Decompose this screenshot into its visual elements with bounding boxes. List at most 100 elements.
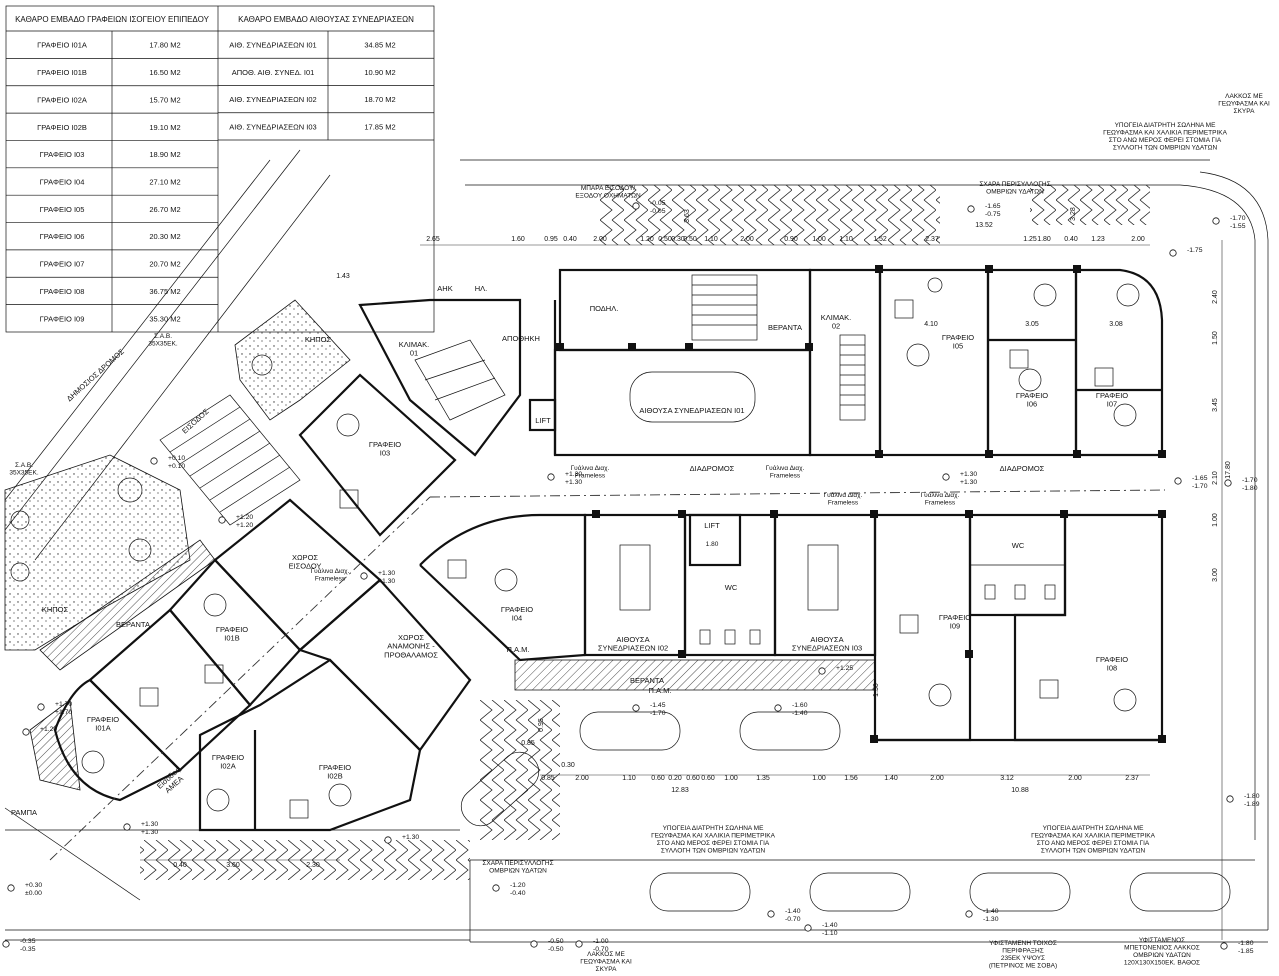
dimension-bottom: 3.12 (1000, 775, 1014, 782)
table-row-name: ΑΠΟΘ. ΑΙΘ. ΣΥΝΕΔ. I01 (232, 68, 315, 77)
staircase-01 (414, 339, 506, 421)
table-row-name: ΓΡΑΦΕΙΟ I02A (37, 95, 87, 104)
dimension-top: 1.10 (839, 236, 853, 243)
room-label-ramp: ΡΑΜΠΑ (11, 808, 37, 817)
dimension-bottom-left: 0.40 (173, 862, 187, 869)
building-walls (53, 268, 1164, 832)
dimension-misc: 0.30 (561, 762, 575, 769)
dimension-top-right: 0.40 (1064, 236, 1078, 243)
room-label-pam-a: Π.Α.Μ. (649, 686, 672, 695)
dimension-top: 0.90 (784, 236, 798, 243)
dimension-top: 1.00 (812, 236, 826, 243)
tree-icon (10, 562, 30, 582)
level-marker-icon (547, 473, 555, 481)
room-label-entrance: ΕΙΣΟΔΟΣ (180, 407, 211, 436)
annotation-glass-e: Γυάλινα Διαχ.Frameless (311, 567, 350, 582)
parking-markings-top-right (1030, 185, 1150, 225)
room-label-garden-top: ΚΗΠΟΣ (305, 335, 332, 344)
dimension-bottom: 1.40 (884, 775, 898, 782)
tree-icon (10, 510, 30, 530)
entrance-steps (159, 394, 301, 526)
level-marker-icon (632, 704, 640, 712)
ramp-markings (480, 700, 560, 840)
level-labels: -0.05-0.05-1.65-0.75-1.70-1.55-1.75+0.10… (20, 200, 1260, 955)
table-row-name: ΓΡΑΦΕΙΟ I06 (40, 232, 85, 241)
axis-line (49, 496, 431, 861)
table-row-area: 35.30 Μ2 (149, 314, 180, 323)
table-row-name: ΓΡΑΦΕΙΟ I01B (37, 68, 87, 77)
table-right-title: ΚΑΘΑΡΟ ΕΜΒΑΔΟ ΑΙΘΟΥΣΑΣ ΣΥΝΕΔΡΙΑΣΕΩΝ (238, 15, 414, 24)
parked-cars (460, 711, 1231, 912)
dimension-misc: 0.85 (521, 740, 535, 747)
structural-columns (556, 265, 1166, 743)
dimension-bottom: 0.85 (541, 775, 555, 782)
annotation-lift-note: 1.80 (706, 541, 719, 548)
dimension-top: 0.40 (563, 236, 577, 243)
level-label-l20: -0.35-0.35 (20, 938, 36, 953)
dimension-bottom: 1.56 (844, 775, 858, 782)
room-label-lift-mid: LIFT (704, 521, 720, 530)
dimension-bottom: 2.00 (930, 775, 944, 782)
level-label-l27: -1.80-1.89 (1244, 793, 1260, 808)
dimension-right: 1.00 (1212, 513, 1219, 527)
dimension-top-right: 13.52 (975, 222, 993, 229)
table-row-area: 36.75 Μ2 (149, 287, 180, 296)
dimension-misc: 0.95 (538, 718, 545, 732)
dimension-bottom: 1.00 (812, 775, 826, 782)
car-icon (460, 751, 540, 827)
room-label-parking-area: ΠΟΔΗΛ. (590, 304, 619, 313)
level-label-l11: -1.70-1.80 (1242, 477, 1258, 492)
level-marker-icon (575, 940, 583, 948)
room-label-veranda-bottom: ΒΕΡΑΝΤΑ (630, 676, 664, 685)
level-label-l12: +1.25 (836, 665, 853, 672)
dimension-bottom-left: 3.60 (226, 862, 240, 869)
dimension-total: 12.83 (671, 787, 689, 794)
table-row-area: 18.70 Μ2 (364, 95, 395, 104)
table-row-name: ΓΡΑΦΕΙΟ I02B (37, 123, 87, 132)
level-label-l15: +1.70+1.70 (55, 701, 72, 716)
car-icon (969, 872, 1071, 912)
dimension-bottom: 2.00 (1068, 775, 1082, 782)
dimension-misc: 4.10 (924, 321, 938, 328)
room-label-stair-01: ΚΛΙΜΑΚ.01 (399, 340, 429, 358)
level-marker-icon (1212, 217, 1220, 225)
meeting-table-i03 (807, 544, 839, 611)
room-label-public-road: ΔΗΜΟΣΙΟΣ ΔΡΟΜΟΣ (65, 347, 126, 403)
level-marker-icon (7, 884, 15, 892)
level-marker-icon (384, 836, 392, 844)
room-label-stair-02: ΚΛΙΜΑΚ.02 (821, 313, 851, 331)
level-label-l28: -1.80-1.85 (1238, 940, 1254, 955)
level-marker-icon (2, 940, 10, 948)
level-label-l10: -1.65-1.70 (1192, 475, 1208, 490)
level-marker-icon (804, 924, 812, 932)
car-icon (739, 711, 841, 751)
level-marker-icon (1174, 477, 1182, 485)
level-marker-icon (22, 728, 30, 736)
dimension-bottom: 0.60 (651, 775, 665, 782)
annotation-glass-a: Γυάλινα Διαχ.Frameless (571, 464, 610, 479)
level-marker-icon (1220, 942, 1228, 950)
table-row-name: ΓΡΑΦΕΙΟ I07 (40, 260, 85, 269)
dimension-right: 2.40 (1212, 290, 1219, 304)
level-label-l26: -1.40-1.30 (983, 908, 999, 923)
dimension-top: 0.50 (658, 236, 672, 243)
room-label-lift-top: LIFT (535, 416, 551, 425)
dimension-bottom: 2.37 (1125, 775, 1139, 782)
table-row-area: 26.70 Μ2 (149, 205, 180, 214)
